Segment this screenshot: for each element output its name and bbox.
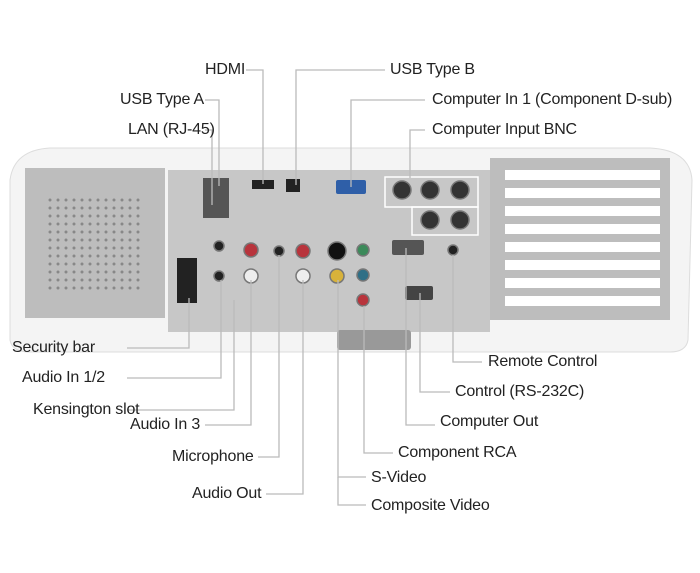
leader-line — [350, 99, 425, 187]
vent-slot — [505, 260, 660, 270]
label-s-video: S-Video — [371, 469, 427, 486]
label-audio-out: Audio Out — [192, 485, 262, 502]
leader-line — [363, 306, 393, 454]
vent-slot — [505, 242, 660, 252]
leader-line — [295, 69, 385, 185]
label-computer-out: Computer Out — [440, 413, 539, 430]
vent-slot — [505, 170, 660, 180]
leader-line — [409, 129, 425, 178]
label-composite-video: Composite Video — [371, 497, 490, 514]
label-usb-type-b: USB Type B — [390, 61, 475, 78]
leader-line — [452, 255, 482, 363]
foot — [337, 330, 411, 350]
label-component-rca: Component RCA — [398, 444, 517, 461]
leader-line — [266, 280, 304, 495]
control-port — [405, 286, 433, 300]
label-audio-in3: Audio In 3 — [130, 416, 201, 433]
vent-slot — [505, 278, 660, 288]
leader-line — [127, 298, 190, 349]
leader-line — [337, 477, 366, 506]
leader-line — [127, 280, 222, 379]
microphone-jack — [273, 245, 285, 257]
leader-line — [246, 69, 264, 184]
audio-out-r-jack — [295, 243, 311, 259]
vent-slot — [505, 296, 660, 306]
vent-slot — [505, 188, 660, 198]
hdmi-port — [252, 180, 274, 189]
computer-out-port — [392, 240, 424, 255]
bnc-jack — [392, 180, 412, 200]
leader-line — [127, 300, 235, 411]
label-computer-in1: Computer In 1 (Component D-sub) — [432, 91, 673, 108]
leader-line — [405, 248, 435, 426]
bnc-jack — [450, 210, 470, 230]
remote-control-jack — [447, 244, 459, 256]
bnc-jack — [420, 180, 440, 200]
bnc-jack — [420, 210, 440, 230]
vent-slot — [505, 224, 660, 234]
label-security-bar: Security bar — [12, 339, 95, 356]
security-bar — [177, 258, 197, 303]
bnc-jack — [450, 180, 470, 200]
vent-slot — [505, 206, 660, 216]
label-audio-in12: Audio In 1/2 — [22, 369, 105, 386]
lan-usb-a-port — [203, 178, 229, 218]
label-remote-control: Remote Control — [488, 353, 598, 370]
leader-line — [258, 255, 280, 458]
label-kensington: Kensington slot — [33, 401, 140, 418]
component-pr-jack — [356, 293, 370, 307]
audio-in3-r-jack — [243, 242, 259, 258]
leader-line — [205, 99, 220, 186]
component-y-jack — [356, 243, 370, 257]
composite-video-jack — [329, 268, 345, 284]
leader-line — [419, 293, 450, 393]
vent-panel — [490, 158, 670, 320]
label-computer-bnc: Computer Input BNC — [432, 121, 577, 138]
audio-in2-jack — [213, 270, 225, 282]
label-microphone: Microphone — [172, 448, 254, 465]
audio-in1-jack — [213, 240, 225, 252]
label-usb-type-a: USB Type A — [120, 91, 204, 108]
label-control: Control (RS-232C) — [455, 383, 585, 400]
leader-line — [205, 129, 213, 205]
label-lan: LAN (RJ-45) — [128, 121, 215, 138]
usb-b-port — [286, 179, 300, 192]
leader-line — [205, 280, 252, 426]
speaker-panel — [25, 168, 165, 318]
label-hdmi: HDMI — [205, 61, 246, 78]
component-pb-jack — [356, 268, 370, 282]
s-video-jack — [327, 241, 347, 261]
